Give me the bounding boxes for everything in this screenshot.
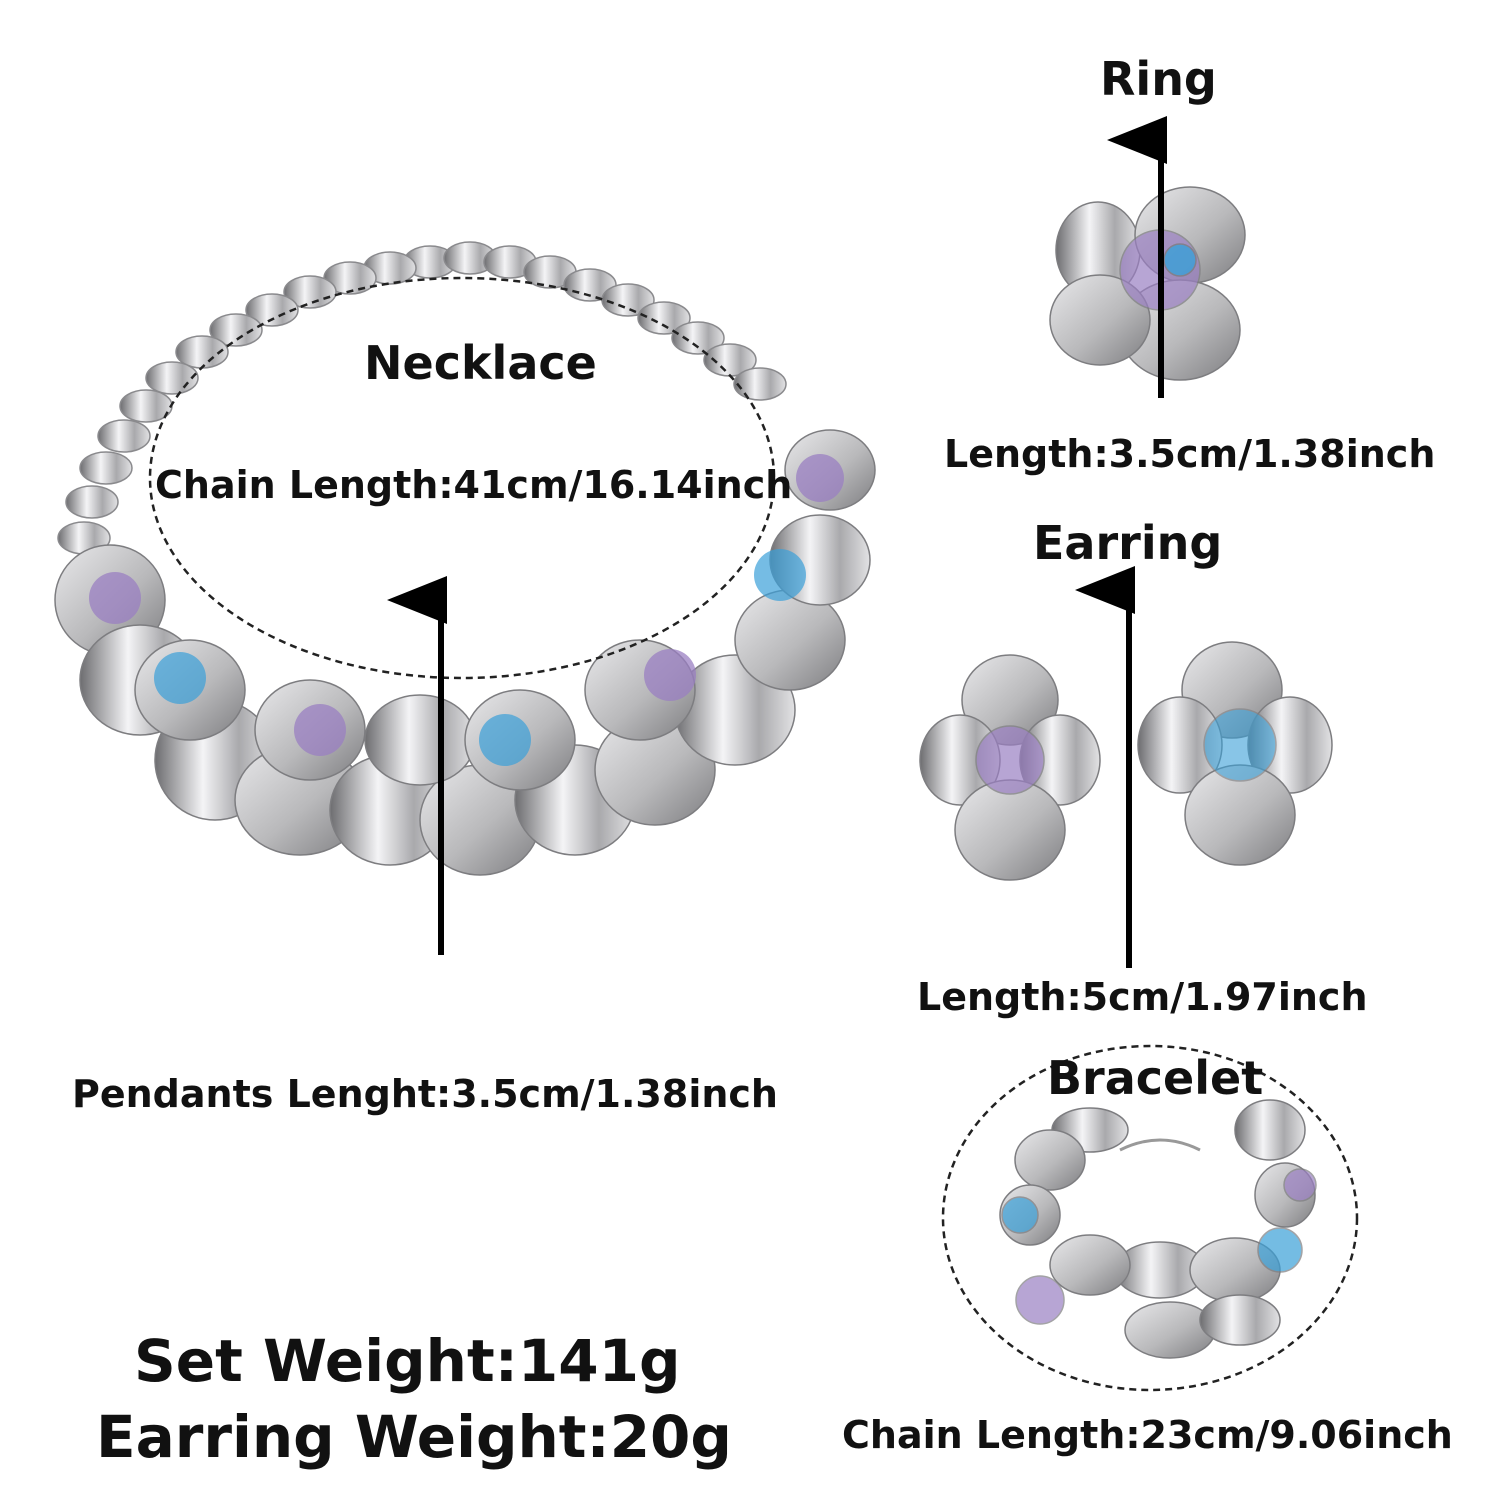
- earring-right-image: [1137, 641, 1333, 866]
- bracelet-chain-length-label: Chain Length:23cm/9.06inch: [842, 1413, 1453, 1457]
- earring-title: Earring: [1033, 516, 1223, 570]
- set-weight-label: Set Weight:141g: [134, 1327, 681, 1395]
- necklace-gem-clusters: [89, 454, 844, 766]
- necklace-title: Necklace: [364, 336, 597, 390]
- earring-left-image: [919, 654, 1101, 881]
- necklace-chain-length-label: Chain Length:41cm/16.14inch: [155, 463, 793, 507]
- earring-weight-label: Earring Weight:20g: [96, 1403, 732, 1471]
- bracelet-dashed-outline: [941, 1044, 1359, 1392]
- earring-length-label: Length:5cm/1.97inch: [917, 975, 1368, 1019]
- necklace-petals: [54, 429, 876, 876]
- ring-image: [1049, 186, 1246, 381]
- bracelet-image: [999, 1099, 1317, 1359]
- bracelet-title: Bracelet: [1047, 1051, 1264, 1105]
- necklace-image: [54, 241, 876, 876]
- necklace-chain: [57, 241, 787, 555]
- ring-title: Ring: [1100, 52, 1217, 106]
- necklace-dashed-outline: [148, 276, 776, 680]
- necklace-pendants-length-label: Pendants Lenght:3.5cm/1.38inch: [72, 1072, 778, 1116]
- ring-length-label: Length:3.5cm/1.38inch: [944, 432, 1436, 476]
